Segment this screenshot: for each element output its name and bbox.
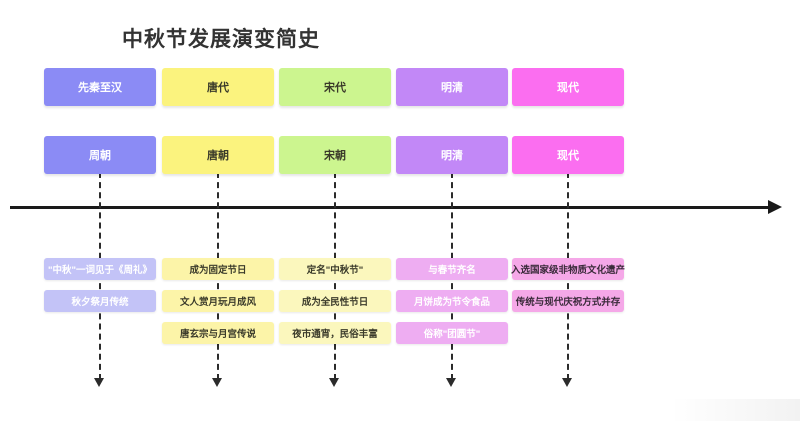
dynasty-header-5[interactable]: 现代 (512, 136, 624, 174)
timeline-column-modern: 现代 现代 入选国家级非物质文化遗产 传统与现代庆祝方式并存 (511, 0, 625, 421)
connector-arrow-icon (562, 378, 572, 387)
timeline-item[interactable]: 与春节齐名 (396, 258, 508, 280)
corner-shadow (670, 399, 800, 421)
timeline-item[interactable]: 入选国家级非物质文化遗产 (511, 258, 625, 280)
timeline-item[interactable]: 唐玄宗与月宫传说 (162, 322, 274, 344)
dynasty-header-4[interactable]: 明清 (396, 136, 508, 174)
timeline-item[interactable]: 月饼成为节令食品 (396, 290, 508, 312)
dynasty-header-1[interactable]: 周朝 (44, 136, 156, 174)
era-header-5[interactable]: 现代 (512, 68, 624, 106)
era-header-3[interactable]: 宋代 (279, 68, 391, 106)
connector-arrow-icon (446, 378, 456, 387)
timeline-item[interactable]: "中秋"一词见于《周礼》 (44, 258, 156, 280)
timeline-item[interactable]: 夜市通宵，民俗丰富 (279, 322, 391, 344)
timeline-column-xianqin-han: 先秦至汉 周朝 "中秋"一词见于《周礼》 秋夕祭月传统 (44, 0, 156, 421)
timeline-column-ming-qing: 明清 明清 与春节齐名 月饼成为节令食品 俗称"团圆节" (396, 0, 508, 421)
connector-arrow-icon (94, 378, 104, 387)
era-header-1[interactable]: 先秦至汉 (44, 68, 156, 106)
dynasty-header-2[interactable]: 唐朝 (162, 136, 274, 174)
connector-arrow-icon (212, 378, 222, 387)
era-header-2[interactable]: 唐代 (162, 68, 274, 106)
timeline-item[interactable]: 成为全民性节日 (279, 290, 391, 312)
timeline-item[interactable]: 秋夕祭月传统 (44, 290, 156, 312)
timeline-column-tang: 唐代 唐朝 成为固定节日 文人赏月玩月成风 唐玄宗与月宫传说 (162, 0, 274, 421)
era-header-4[interactable]: 明清 (396, 68, 508, 106)
timeline-item[interactable]: 文人赏月玩月成风 (162, 290, 274, 312)
connector-arrow-icon (329, 378, 339, 387)
timeline-item[interactable]: 成为固定节日 (162, 258, 274, 280)
page-title: 中秋节发展演变简史 (122, 28, 320, 51)
timeline-item[interactable]: 定名"中秋节" (279, 258, 391, 280)
timeline-axis-arrow-icon (768, 200, 782, 214)
timeline-column-song: 宋代 宋朝 定名"中秋节" 成为全民性节日 夜市通宵，民俗丰富 (279, 0, 391, 421)
timeline-item[interactable]: 传统与现代庆祝方式并存 (512, 290, 624, 312)
dynasty-header-3[interactable]: 宋朝 (279, 136, 391, 174)
timeline-item[interactable]: 俗称"团圆节" (396, 322, 508, 344)
timeline-axis-line (10, 206, 770, 209)
